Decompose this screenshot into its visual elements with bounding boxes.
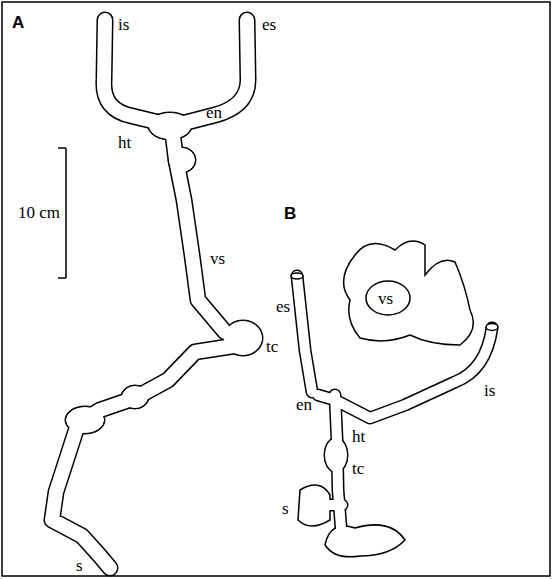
part-label: is: [118, 16, 129, 33]
chamber-hole: [366, 281, 410, 315]
part-label: ht: [118, 134, 131, 151]
scale-label: 10 cm: [18, 204, 60, 221]
part-label: vs: [210, 250, 225, 267]
part-label: es: [262, 16, 276, 33]
part-label: s: [282, 500, 289, 517]
part-label: vs: [378, 290, 393, 307]
part-label: is: [484, 382, 495, 399]
burrow-interior: [52, 20, 492, 568]
part-label: en: [206, 104, 222, 121]
part-label: s: [76, 557, 83, 574]
part-label: ht: [352, 428, 365, 445]
part-label: es: [276, 298, 290, 315]
part-label: tc: [266, 338, 278, 355]
panel-letter: B: [284, 205, 296, 222]
tube-end: [291, 273, 303, 279]
tube-end: [486, 324, 498, 331]
part-label: en: [296, 396, 312, 413]
panel-letter: A: [12, 14, 24, 31]
part-label: tc: [352, 460, 364, 477]
burrow-outline: [52, 20, 492, 568]
